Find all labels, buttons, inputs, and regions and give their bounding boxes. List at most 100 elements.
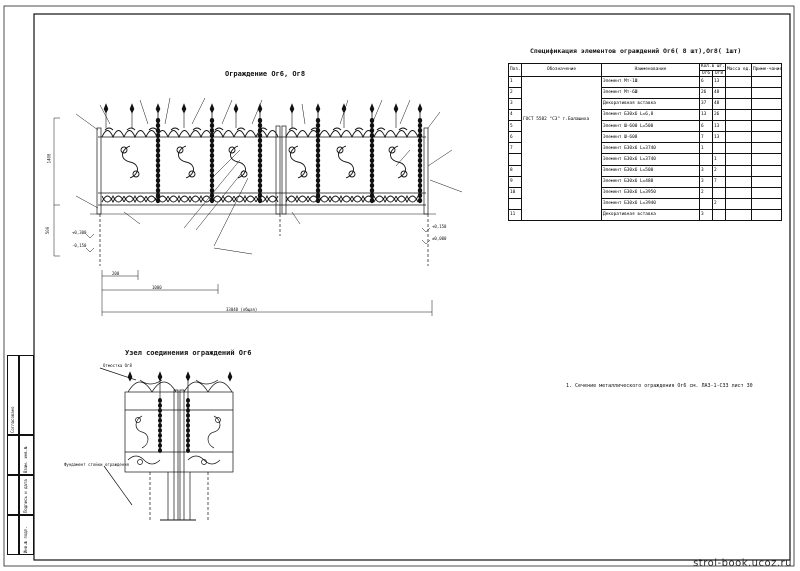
- spec-cell-name: Декоративная вставка: [601, 98, 700, 111]
- spec-cell-qty-a: 26: [699, 87, 713, 100]
- s-curl: [290, 145, 306, 179]
- spec-cell-mass: [725, 186, 753, 199]
- level-mark-3: +0,150: [432, 224, 447, 229]
- spec-cell-note: [751, 197, 783, 210]
- dim-bottom1: 200: [112, 271, 120, 276]
- spec-cell-note: [751, 98, 783, 111]
- title-block-stamp: Согласовано Взам. инв.№ Подпись и дата И…: [7, 355, 34, 555]
- spec-cell-name: Элемент Б30х6 L=480: [601, 175, 700, 188]
- bottom-scroll: [101, 194, 125, 203]
- spec-cell-mass: [725, 208, 753, 222]
- spear-finial: [233, 103, 239, 114]
- spear-finial: [155, 103, 161, 114]
- s-curl: [338, 145, 354, 179]
- callout-leaders: [75, 97, 463, 255]
- spec-cell-name: Элемент Б30х6 L=3940: [601, 197, 700, 210]
- spec-cell-pos: 4: [508, 109, 522, 122]
- spec-cell-mass: [725, 87, 753, 100]
- spec-cell-note: [751, 208, 783, 222]
- spec-cell-name: Элемент Ш-608: [601, 131, 700, 144]
- spec-cell-name: Элемент Б30х6 L=500: [601, 164, 700, 177]
- spec-header-name: Наименование: [601, 63, 700, 77]
- main-view-title: Ограждение Ог6, Ог8: [225, 70, 306, 78]
- spec-cell-mass: [725, 153, 753, 166]
- spec-cell-pos: 6: [508, 131, 522, 144]
- spec-cell-pos: [508, 153, 522, 166]
- twisted-pickets: [155, 110, 423, 204]
- spear-finials: [103, 103, 423, 128]
- spec-cell-qty-b: 48: [711, 87, 727, 100]
- stamp-label-sign: Подпись и дата: [23, 479, 28, 513]
- watermark: stroi-book.ucoz.ru: [693, 558, 792, 569]
- top-scroll: [233, 130, 257, 139]
- spear-finial: [209, 103, 215, 114]
- spec-cell-note: [751, 131, 783, 144]
- spec-cell-pos: 10: [508, 186, 522, 199]
- spec-cell-note: [751, 109, 783, 122]
- dimension-lines: [53, 117, 433, 316]
- node-spear-finial: [157, 371, 163, 382]
- bottom-scroll: [123, 194, 147, 203]
- spec-cell-qty-b: 13: [711, 120, 727, 133]
- s-curl: [390, 145, 406, 179]
- level-mark-1: +0,300: [72, 230, 87, 235]
- stamp-label-replace: Взам. инв.№: [23, 446, 28, 474]
- spec-cell-qty-b: 2: [711, 164, 727, 177]
- node-spear-finial: [127, 371, 133, 382]
- level-mark-2: -0,150: [72, 243, 87, 248]
- spec-cell-designation: ГОСТ 5582 "СЗ" г.Балашиха: [521, 76, 602, 221]
- dim-overall: 33040 (общая): [226, 307, 258, 312]
- spec-cell-pos: 11: [508, 208, 522, 222]
- spec-cell-mass: [725, 142, 753, 155]
- spec-cell-qty-a: 6: [699, 75, 713, 89]
- spec-cell-qty-b: 48: [711, 98, 727, 111]
- spear-finial: [369, 103, 375, 114]
- spec-cell-qty-b: 26: [711, 109, 727, 122]
- spec-cell-name: Элемент Ш-600 L=500: [601, 120, 700, 133]
- level-mark-4: ±0,000: [432, 236, 447, 241]
- spear-finial: [129, 103, 135, 114]
- spec-cell-pos: 9: [508, 175, 522, 188]
- node-callout: Фундамент стойки ограждения: [64, 462, 130, 467]
- spec-cell-mass: [725, 131, 753, 144]
- spec-cell-name: Элемент Б30х6 L=3740: [601, 153, 700, 166]
- spec-cell-mass: [725, 98, 753, 111]
- spec-cell-name: Элемент Мт-1Ш: [601, 75, 700, 89]
- spec-cell-pos: [508, 197, 522, 210]
- spec-cell-qty-a: 3: [699, 175, 713, 188]
- spec-cell-qty-b: 13: [711, 131, 727, 144]
- s-curl: [122, 145, 138, 179]
- node-detail: [99, 367, 234, 521]
- spear-finial: [417, 103, 423, 114]
- spec-cell-name: Элемент Б30х6 L=3740: [601, 142, 700, 155]
- s-curl-inserts: [120, 145, 408, 179]
- spec-cell-qty-b: [711, 142, 727, 155]
- spear-finial: [103, 103, 109, 114]
- specification-table: Поз. Обозначение Наименование Кол.в шт. …: [508, 63, 783, 222]
- top-scroll: [211, 130, 235, 139]
- spec-cell-pos: 7: [508, 142, 522, 155]
- spec-cell-pos: 5: [508, 120, 522, 133]
- node-finials: [127, 371, 233, 382]
- spear-finial: [289, 103, 295, 114]
- spec-cell-name: Декоративная вставка: [601, 208, 700, 222]
- spec-cell-note: [751, 75, 783, 89]
- spec-cell-qty-b: [711, 208, 727, 222]
- spec-cell-mass: [725, 197, 753, 210]
- fence-elevation: [90, 125, 436, 266]
- top-scroll: [167, 130, 191, 139]
- top-scroll: [285, 130, 309, 139]
- spec-cell-qty-a: 3: [699, 164, 713, 177]
- general-note: 1. Сечение металлического ограждения Ог6…: [566, 383, 753, 389]
- s-curl: [230, 145, 246, 179]
- s-curl: [178, 145, 194, 179]
- spec-cell-note: [751, 142, 783, 155]
- spec-header-mass: Масса ед. кг.: [725, 63, 753, 77]
- spec-cell-name: Элемент Б30х6 L=3950: [601, 186, 700, 199]
- spec-cell-note: [751, 87, 783, 100]
- bottom-scroll: [233, 194, 257, 203]
- spec-cell-qty-a: [699, 153, 713, 166]
